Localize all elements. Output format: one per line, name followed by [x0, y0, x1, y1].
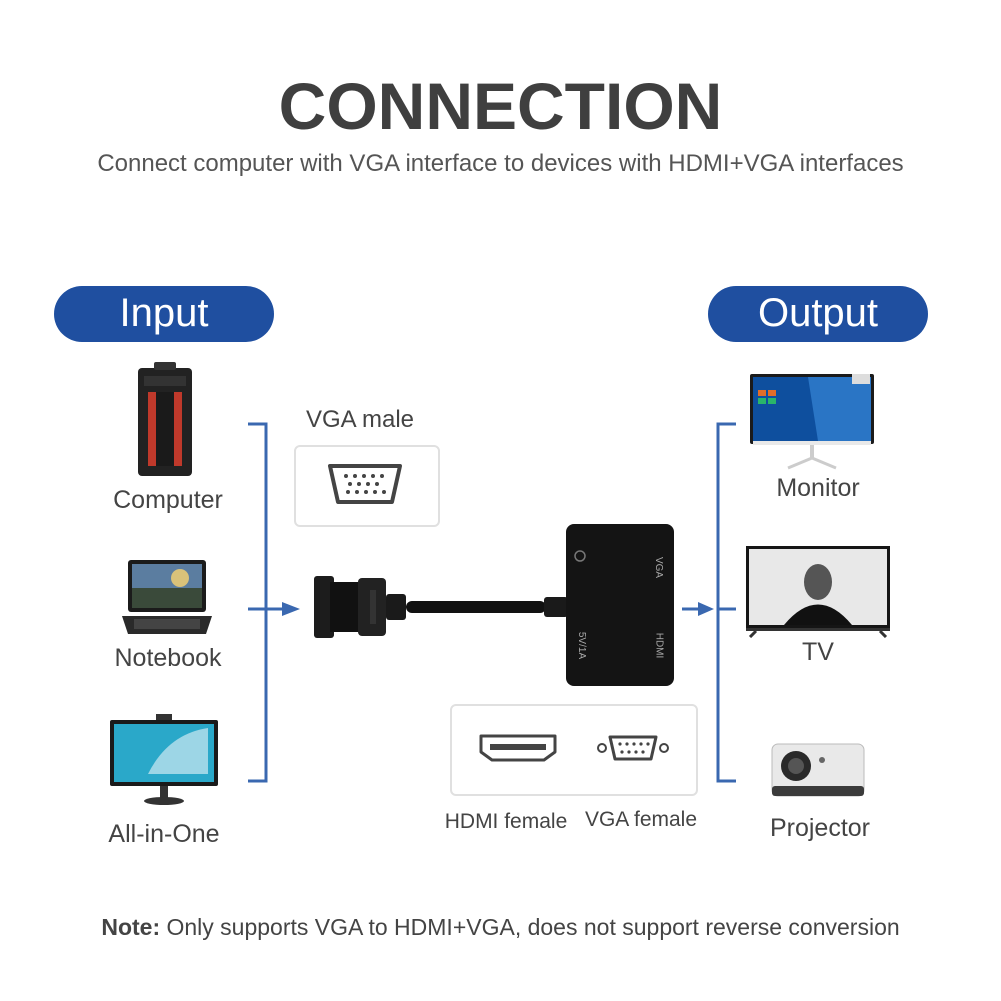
port-label-vga: VGA: [653, 556, 665, 579]
vga-male-box: [294, 445, 440, 527]
tv-icon: [746, 546, 890, 638]
device-label-computer: Computer: [113, 486, 223, 514]
output-pill: Output: [708, 286, 928, 342]
device-label-monitor: Monitor: [776, 474, 860, 502]
vga-female-port-icon: [597, 735, 669, 761]
hdmi-female-label: HDMI female: [444, 810, 568, 833]
note-text: Only supports VGA to HDMI+VGA, does not …: [160, 914, 900, 940]
device-label-projector: Projector: [769, 814, 871, 842]
output-bracket: [682, 422, 736, 783]
port-label-hdmi: HDMI: [653, 632, 665, 659]
input-bracket: [248, 422, 300, 783]
monitor-icon: [750, 374, 874, 470]
vga-female-label: VGA female: [584, 808, 698, 831]
vga-adapter-illustration: [314, 524, 674, 686]
hdmi-female-port-icon: [479, 734, 557, 762]
note-prefix: Note:: [101, 914, 161, 940]
device-label-all-in-one: All-in-One: [108, 820, 220, 848]
port-label-power: 5V/1A: [576, 631, 588, 660]
all-in-one-icon: [110, 714, 218, 805]
input-pill: Input: [54, 286, 274, 342]
device-label-tv: TV: [802, 638, 834, 666]
computer-tower-icon: [138, 362, 192, 476]
vga-male-port-icon: [328, 464, 402, 504]
projector-icon: [771, 743, 865, 797]
note: Note: Only supports VGA to HDMI+VGA, doe…: [0, 914, 1001, 941]
vga-male-label: VGA male: [305, 406, 415, 433]
female-ports-box: [450, 704, 698, 796]
device-label-notebook: Notebook: [114, 644, 222, 672]
laptop-icon: [122, 560, 212, 634]
page-title: CONNECTION: [278, 69, 723, 143]
page-subtitle: Connect computer with VGA interface to d…: [97, 150, 904, 177]
